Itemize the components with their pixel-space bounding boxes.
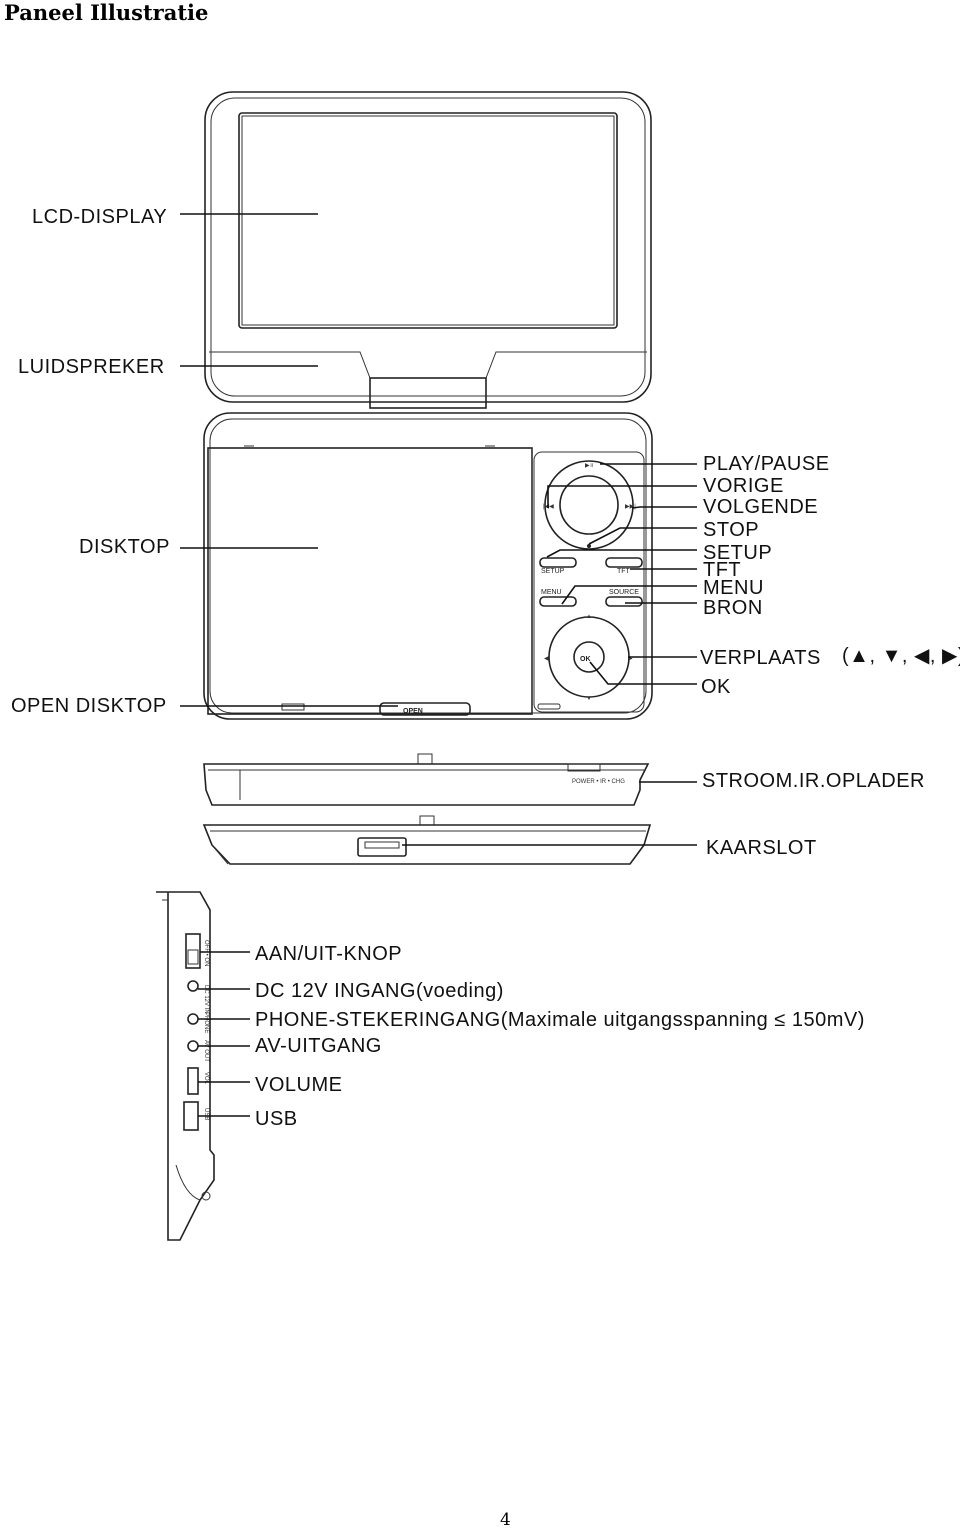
label-prev: VORIGE: [703, 475, 784, 497]
label-usb: USB: [255, 1108, 298, 1130]
card-slot[interactable]: [357, 837, 407, 857]
label-card-slot: KAARSLOT: [706, 837, 817, 859]
power-switch[interactable]: [185, 933, 201, 969]
svg-text:USB: USB: [203, 1108, 209, 1120]
label-navigate-arrows: (▲, ▼, ◀, ▶): [842, 645, 960, 667]
svg-text:VOL: VOL: [203, 1072, 209, 1085]
source-button[interactable]: [605, 596, 643, 607]
label-volume: VOLUME: [255, 1074, 342, 1096]
label-lcd-display: LCD-DISPLAY: [32, 206, 167, 228]
power-ir-charge-marking: POWER • IR • CHG: [572, 779, 625, 785]
side-view: OFF • ON DC 12V IN PHONE AV OUT VOL USB: [156, 891, 215, 1241]
volume-wheel[interactable]: [187, 1067, 199, 1095]
label-tft: TFT: [703, 559, 741, 581]
open-slider[interactable]: [379, 702, 471, 716]
jog-dial-inner[interactable]: [559, 475, 619, 535]
menu-button-label: MENU: [541, 589, 562, 596]
jog-dial-outer[interactable]: [544, 460, 634, 550]
hinge: [369, 377, 487, 409]
page-title: Paneel Illustratie: [4, 0, 209, 25]
label-source: BRON: [703, 597, 763, 619]
label-ok: OK: [701, 676, 731, 698]
svg-text:AV OUT: AV OUT: [203, 1040, 209, 1062]
label-phone: PHONE-STEKERINGANG(Maximale uitgangsspan…: [255, 1009, 865, 1031]
av-out-jack[interactable]: [187, 1040, 199, 1052]
play-pause-icon: ▶॥: [585, 463, 593, 469]
menu-button[interactable]: [539, 596, 577, 607]
label-speaker: LUIDSPREKER: [18, 356, 165, 378]
label-next: VOLGENDE: [703, 496, 818, 518]
lcd-display-panel: [238, 112, 618, 329]
label-play-pause: PLAY/PAUSE: [703, 453, 830, 475]
next-icon: ▶▶|: [625, 504, 636, 510]
label-power-switch: AAN/UIT-KNOP: [255, 943, 402, 965]
front-view-upper: POWER • IR • CHG: [203, 753, 650, 806]
usb-port[interactable]: [183, 1101, 199, 1131]
label-menu: MENU: [703, 577, 764, 599]
page-number: 4: [500, 1510, 511, 1530]
disc-tray-lid: [207, 447, 533, 715]
source-button-label: SOURCE: [609, 589, 639, 596]
screen-lid: [204, 91, 652, 409]
up-arrow-icon: ▲: [586, 614, 592, 620]
label-disc-tray: DISKTOP: [79, 536, 170, 558]
down-arrow-icon: ▼: [586, 696, 592, 702]
label-av-out: AV-UITGANG: [255, 1035, 382, 1057]
stop-icon: [587, 544, 591, 548]
setup-button[interactable]: [539, 557, 577, 568]
left-arrow-icon: ◀: [544, 656, 549, 662]
label-setup: SETUP: [703, 542, 772, 564]
open-slider-label: OPEN: [403, 708, 423, 715]
ok-button-label: OK: [580, 656, 591, 663]
right-arrow-icon: ▶: [628, 656, 633, 662]
tft-button-label: TFT: [617, 568, 631, 575]
base-unit: OPEN ▶॥ |◀◀ ▶▶| SETUP TFT MENU SOURCE OK…: [203, 412, 653, 720]
svg-text:PHONE: PHONE: [203, 1012, 209, 1033]
dc-jack[interactable]: [187, 980, 199, 992]
label-stop: STOP: [703, 519, 759, 541]
label-navigate: VERPLAATS: [700, 647, 821, 669]
ok-button[interactable]: [573, 641, 605, 673]
label-dc-in: DC 12V INGANG(voeding): [255, 980, 504, 1002]
setup-button-label: SETUP: [541, 568, 565, 575]
phone-jack[interactable]: [187, 1013, 199, 1025]
leader-lines: [180, 213, 697, 1117]
svg-text:OFF • ON: OFF • ON: [203, 940, 209, 966]
label-power-ir-charge: STROOM.IR.OPLADER: [702, 770, 925, 792]
svg-text:DC 12V IN: DC 12V IN: [203, 985, 209, 1014]
label-open-disc-tray: OPEN DISKTOP: [11, 695, 167, 717]
front-view-lower: [202, 815, 652, 865]
tft-button[interactable]: [605, 557, 643, 568]
control-panel: [533, 451, 645, 713]
